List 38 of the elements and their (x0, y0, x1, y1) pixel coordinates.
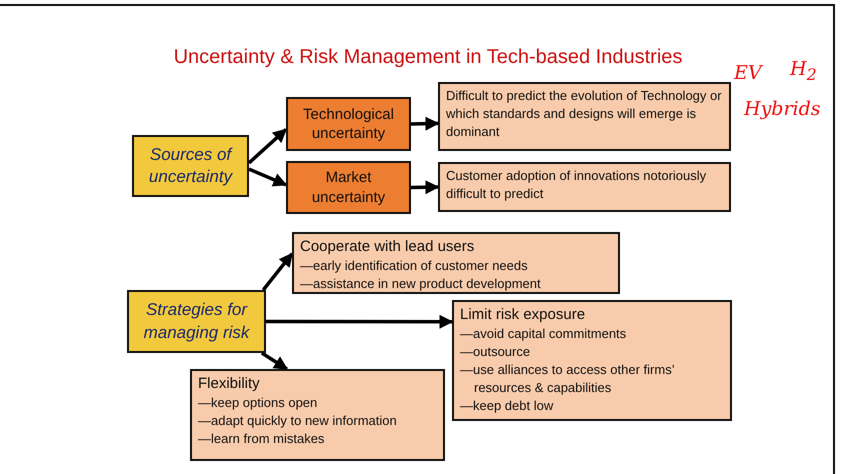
box-text: —keep options open (198, 394, 318, 412)
description-box (438, 82, 731, 151)
arrow (410, 180, 440, 194)
arrow (262, 252, 294, 292)
box-text: —adapt quickly to new information (198, 412, 397, 430)
description-box (452, 300, 732, 421)
arrow (410, 116, 440, 131)
box-heading: Flexibility (198, 374, 260, 394)
handwritten-note: H$_{2}$ (790, 58, 817, 84)
box-label: Strategies for managing risk (142, 299, 251, 344)
uncertainty-box (286, 97, 411, 151)
description-box (292, 232, 620, 294)
arrow (266, 314, 454, 329)
arrow (260, 352, 288, 370)
handwritten-note: EV (734, 62, 762, 84)
box-label: Sources of uncertainty (148, 144, 234, 188)
arrow (248, 168, 288, 186)
box-text: —use alliances to access other firms’ resources & capabilities (460, 360, 676, 398)
category-box (132, 135, 249, 197)
box-text: —early identification of customer needs (300, 256, 528, 275)
title: Uncertainty & Risk Management in Tech-based Industries (172, 46, 684, 69)
box-text: —learn from mistakes (198, 430, 324, 448)
description-box (190, 369, 445, 461)
box-text: Difficult to predict the evolution of Technology or which standards and designs will emerge is dominant (446, 87, 723, 142)
box-text: —avoid capital commitments (460, 324, 626, 343)
box-heading: Cooperate with lead users (300, 237, 474, 256)
box-label: Technological uncertainty (302, 104, 395, 144)
box-label: Market uncertainty (310, 168, 386, 207)
box-text: Customer adoption of innovations notoriously difficult to predict (446, 167, 708, 204)
box-heading: Limit risk exposure (460, 305, 586, 324)
category-box (127, 290, 266, 353)
description-box (438, 162, 731, 212)
handwritten-note: Hybrids (744, 98, 821, 120)
box-text: —outsource (460, 342, 532, 361)
arrow (248, 128, 288, 164)
box-text: —keep debt low (460, 397, 554, 416)
uncertainty-box (286, 161, 411, 214)
box-text: —assistance in new product development (300, 274, 541, 293)
